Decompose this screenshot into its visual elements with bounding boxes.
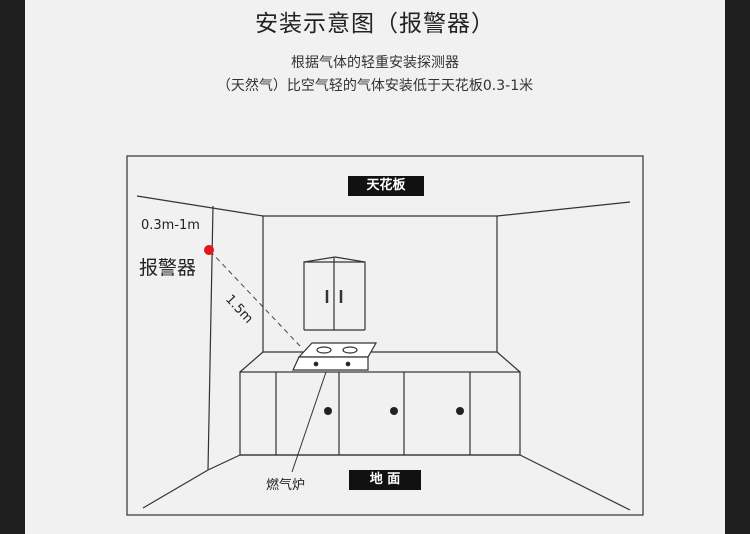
distance-label: 0.3m-1m [141,218,200,233]
alarm-label: 报警器 [139,257,197,279]
base-cabinets [239,351,521,456]
room-outline [136,195,631,511]
content-panel [25,0,725,534]
page-title: 安装示意图（报警器） [255,11,495,37]
stove-pointer-line [291,371,327,473]
cabinet-knob-2 [390,407,398,415]
ceiling-label: 天花板 [348,176,424,196]
cabinet-knob-1 [324,407,332,415]
wall-cabinet [303,256,366,331]
distance-dashed-line [209,250,301,347]
floor-label: 地 面 [349,470,421,490]
alarm-icon [204,245,214,255]
instruction-line-1: 根据气体的轻重安装探测器 [291,55,459,71]
gas-stove [292,342,378,371]
instruction-line-2: （天然气）比空气轻的气体安装低于天花板0.3-1米 [216,78,534,94]
diagram-frame [126,155,644,516]
cabinet-knob-3 [456,407,464,415]
stove-label: 燃气炉 [266,478,306,493]
